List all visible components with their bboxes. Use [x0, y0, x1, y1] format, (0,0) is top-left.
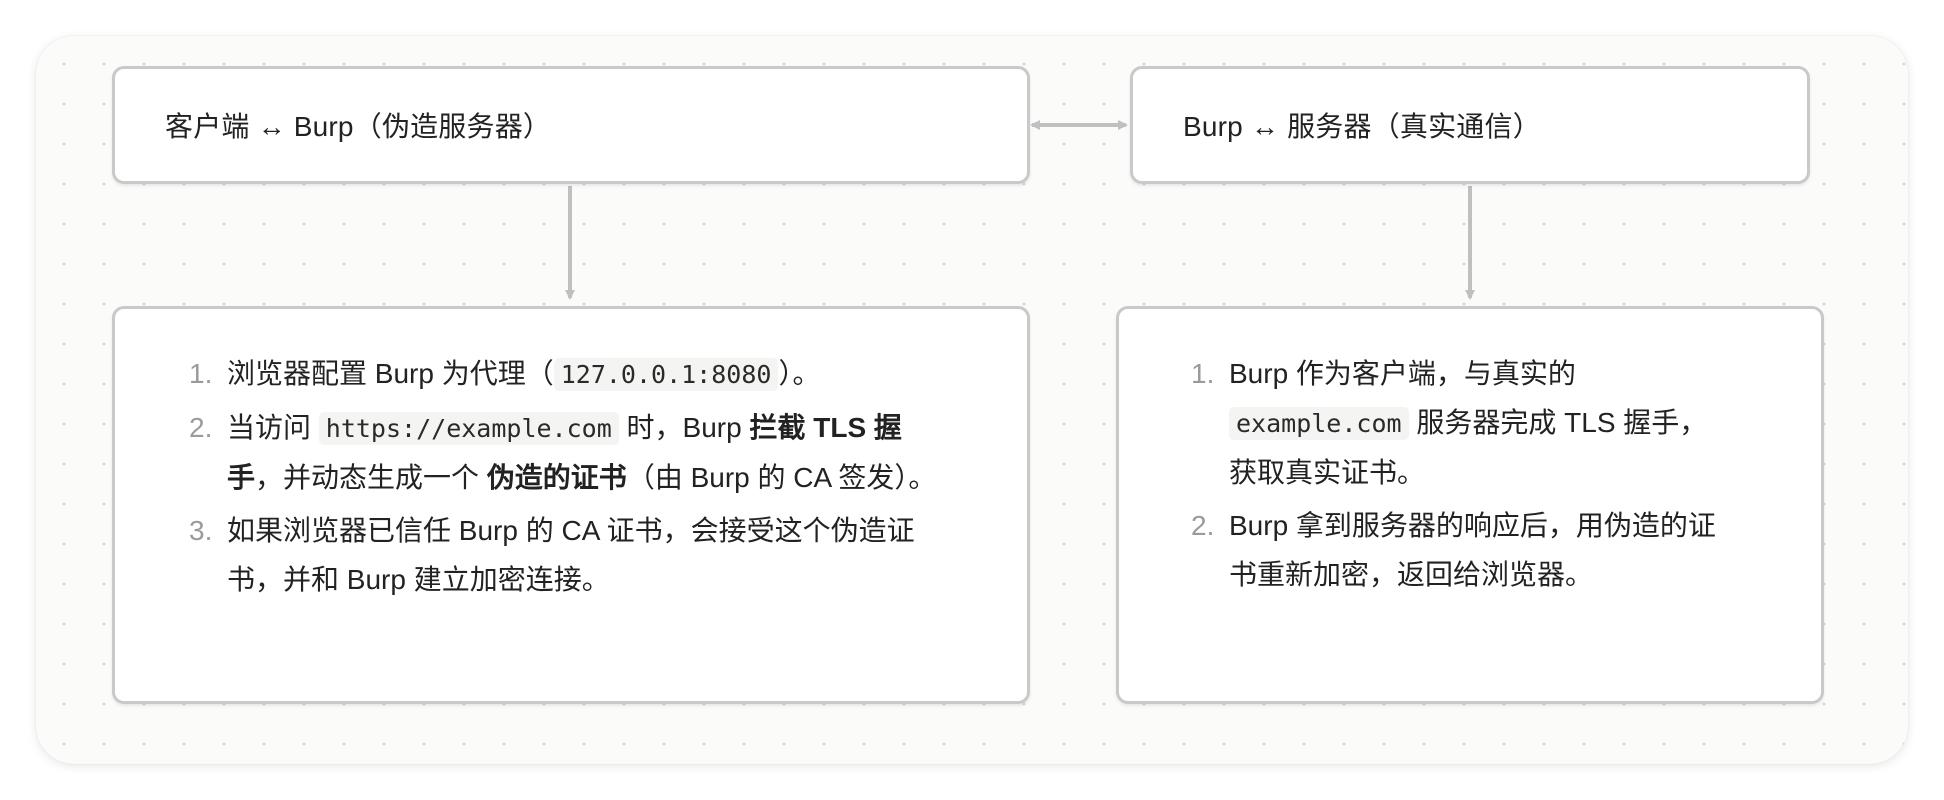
step-text: 当访问 [227, 412, 319, 443]
step-text: 如果浏览器已信任 Burp 的 CA 证书，会接受这个伪造证书，并和 Burp … [227, 515, 915, 595]
node-burp-server-title: Burp ↔ 服务器（真实通信） [1183, 111, 1541, 142]
step-text: 服务器完成 TLS 握手，获取真实证书。 [1229, 407, 1708, 488]
step-text: Burp 拿到服务器的响应后，用伪造的证书重新加密，返回给浏览器。 [1229, 510, 1716, 590]
step-text: ，并动态生成一个 [255, 462, 487, 493]
inline-code: 127.0.0.1:8080 [553, 358, 779, 391]
step-text: Burp 作为客户端，与真实的 [1229, 358, 1576, 389]
list-item: 3. 如果浏览器已信任 Burp 的 CA 证书，会接受这个伪造证书，并和 Bu… [189, 506, 949, 604]
list-number: 3. [189, 515, 213, 546]
node-client-burp-title: 客户端 ↔ Burp（伪造服务器） [165, 111, 552, 142]
list-number: 1. [1191, 358, 1215, 389]
list-item: 1. 浏览器配置 Burp 为代理（127.0.0.1:8080）。 [189, 349, 949, 399]
client-burp-step-list: 1. 浏览器配置 Burp 为代理（127.0.0.1:8080）。 2. 当访… [189, 349, 949, 608]
burp-server-step-list: 1. Burp 作为客户端，与真实的 example.com 服务器完成 TLS… [1191, 349, 1731, 603]
node-burp-server-header[interactable]: Burp ↔ 服务器（真实通信） [1130, 66, 1810, 184]
step-text: （由 Burp 的 CA 签发）。 [626, 462, 937, 493]
list-number: 2. [1191, 510, 1215, 541]
bold-text: 伪造的证书 [486, 462, 627, 493]
list-item: 2. 当访问 https://example.com 时，Burp 拦截 TLS… [189, 403, 949, 502]
step-text: 浏览器配置 Burp 为代理（ [227, 358, 554, 389]
node-client-burp-header[interactable]: 客户端 ↔ Burp（伪造服务器） [112, 66, 1030, 184]
inline-code: https://example.com [318, 412, 619, 445]
list-number: 1. [189, 358, 213, 389]
step-text: 时，Burp [618, 412, 750, 443]
inline-code: example.com [1229, 407, 1409, 440]
list-item: 2. Burp 拿到服务器的响应后，用伪造的证书重新加密，返回给浏览器。 [1191, 501, 1731, 599]
bold-text: 拦截 TLS 握手 [227, 412, 902, 493]
step-text: ）。 [778, 358, 821, 389]
node-burp-server-steps[interactable]: 1. Burp 作为客户端，与真实的 example.com 服务器完成 TLS… [1116, 306, 1824, 704]
node-client-burp-steps[interactable]: 1. 浏览器配置 Burp 为代理（127.0.0.1:8080）。 2. 当访… [112, 306, 1030, 704]
list-item: 1. Burp 作为客户端，与真实的 example.com 服务器完成 TLS… [1191, 349, 1731, 497]
diagram-canvas: 客户端 ↔ Burp（伪造服务器） Burp ↔ 服务器（真实通信） 1. 浏览… [36, 36, 1908, 764]
list-number: 2. [189, 412, 213, 443]
